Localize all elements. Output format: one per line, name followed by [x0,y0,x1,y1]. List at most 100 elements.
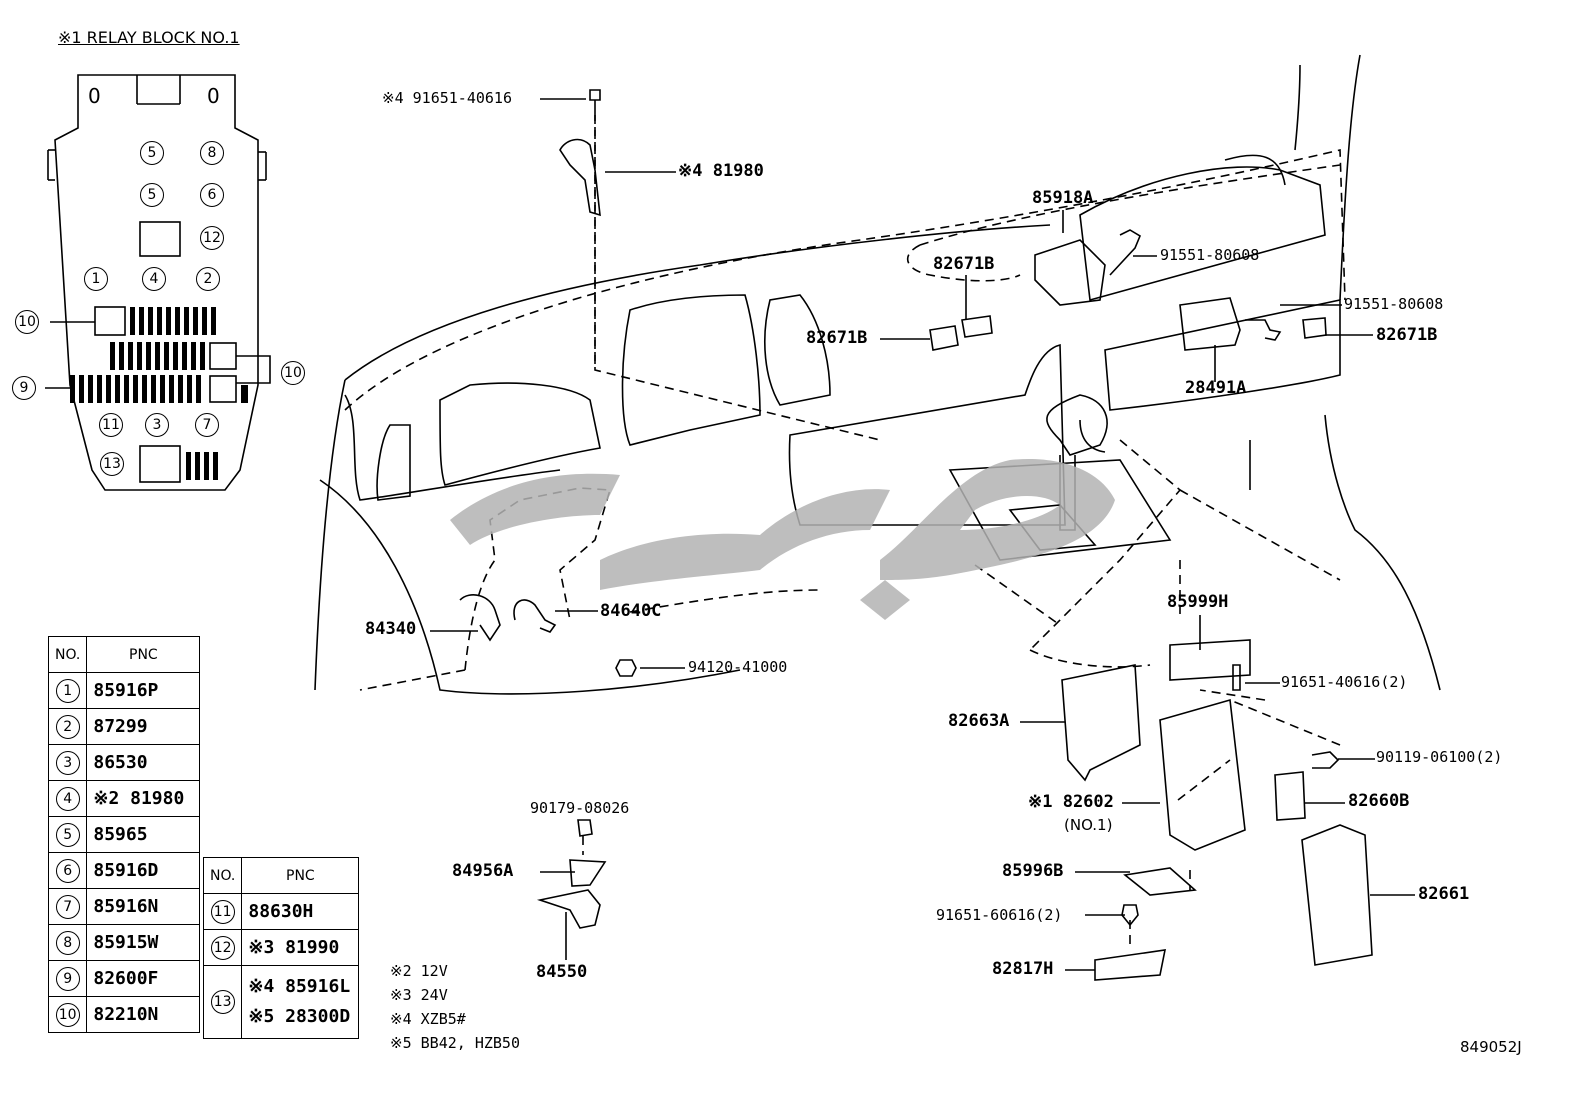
callout-82602-note: (NO.1) [1064,816,1113,834]
slot-circle: 13 [100,452,124,476]
slot-circle: 1 [84,267,108,291]
callout-85996B: 85996B [1002,861,1064,881]
row-number: 9 [55,966,80,991]
slot-circle: 7 [195,413,219,437]
row-pnc: ※2 81980 [86,780,201,817]
callout-90119-06100-2: 90119-06100(2) [1376,748,1503,766]
table-header-pnc: PNC [241,857,360,894]
callout-82660B: 82660B [1348,791,1410,811]
row-pnc: 85916N [86,888,201,925]
callout-circle: 10 [15,310,39,334]
callout-82671B-right: 82671B [1376,325,1438,345]
callout-84340: 84340 [365,619,417,639]
callout-84550: 84550 [536,962,588,982]
table-header-pnc: PNC [86,636,201,673]
part-drawings [459,89,1373,981]
row-pnc: 87299 [86,708,201,745]
row-number: 3 [55,750,80,775]
row-pnc: 85965 [86,816,201,853]
dashboard-outline [314,54,1441,695]
slot-circle: 3 [145,413,169,437]
callout-leaders [430,98,1415,971]
callout-91651-60616-2: 91651-60616(2) [936,906,1063,924]
row-pnc: 82600F [86,960,201,997]
callout-82671B-left: 82671B [806,328,868,348]
table-row: 12※3 81990 [202,929,360,966]
row-number: 8 [55,930,80,955]
note-line: ※4 XZB5# [390,1010,466,1028]
callout-84956A: 84956A [452,861,514,881]
row-number: 2 [55,714,80,739]
callout-82817H: 82817H [992,959,1054,979]
callout-94120-41000: 94120-41000 [688,658,788,676]
table-row: 13 ※4 85916L ※5 28300D [202,965,360,1039]
row-pnc: 85916P [86,672,201,709]
table-header-no: NO. [202,857,243,894]
callout-circle: 10 [281,361,305,385]
row-pnc: 85915W [86,924,201,961]
watermark-logo [450,459,1115,620]
slot-circle: 2 [196,267,220,291]
slot-circle: 4 [142,267,166,291]
callout-90179-08026: 90179-08026 [530,799,630,817]
slot-circle: 5 [140,141,164,165]
row-pnc-alt: ※5 28300D [248,1006,351,1027]
relay-block-outline [45,74,271,491]
row-pnc: ※3 81990 [241,929,360,966]
row-pnc: 86530 [86,744,201,781]
callout-circle: 9 [12,376,36,400]
callout-91551-80608-a: 91551-80608 [1160,246,1260,264]
callout-84640C: 84640C [600,601,662,621]
slot-circle: 5 [140,183,164,207]
row-pnc: ※4 85916L [248,976,351,997]
slot-circle: 12 [200,226,224,250]
relay-block-title: ※1 RELAY BLOCK NO.1 [58,28,240,47]
callout-82661: 82661 [1418,884,1470,904]
slot-circle: 11 [99,413,123,437]
row-pnc: 88630H [241,893,360,930]
table-header-no: NO. [47,636,88,673]
row-pnc: 82210N [86,996,201,1033]
row-pnc: 85916D [86,852,201,889]
note-line: ※3 24V [390,986,448,1004]
slot-circle: 8 [200,141,224,165]
callout-85999H: 85999H [1167,592,1229,612]
row-number: 5 [55,822,80,847]
row-number: 7 [55,894,80,919]
note-line: ※5 BB42, HZB50 [390,1034,520,1052]
row-number: 4 [55,786,80,811]
row-number: 1 [55,678,80,703]
row-number: 11 [210,899,235,924]
table-row: 4※2 81980 [47,780,201,817]
row-number: 12 [210,935,235,960]
callout-28491A: 28491A [1185,378,1247,398]
callout-91551-80608-b: 91551-80608 [1344,295,1444,313]
callout-82602: ※1 82602 [1028,792,1114,812]
callout-91651-40616: ※4 91651-40616 [382,89,512,107]
callout-85918A: 85918A [1032,188,1094,208]
callout-82663A: 82663A [948,711,1010,731]
row-number: 10 [55,1002,80,1027]
row-number: 13 [210,990,235,1014]
figure-id: 849052J [1460,1038,1522,1056]
row-number: 6 [55,858,80,883]
relay-fuse-bars [70,307,248,480]
callout-91651-40616-2: 91651-40616(2) [1281,673,1408,691]
note-line: ※2 12V [390,962,448,980]
callout-82671B-top: 82671B [933,254,995,274]
slot-circle: 6 [200,183,224,207]
mount-hole-right: 0 [207,84,220,108]
